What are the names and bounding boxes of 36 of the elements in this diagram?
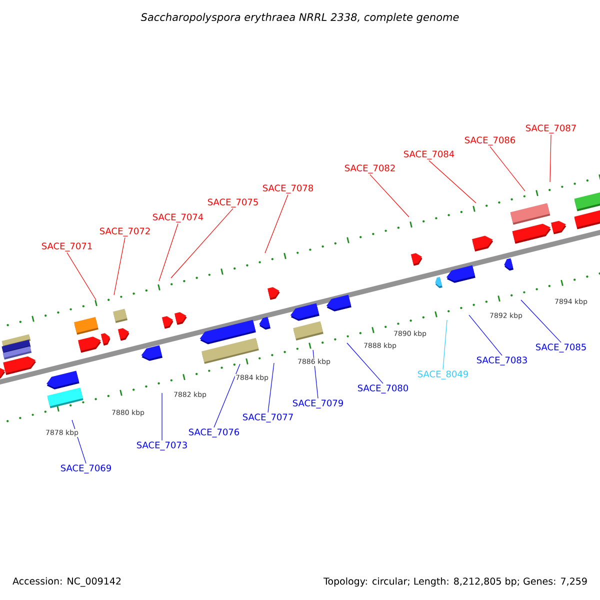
gene-label: SACE_7069 [60, 464, 111, 474]
gene-label: SACE_7074 [152, 214, 204, 222]
leader-line [268, 362, 274, 413]
leader-line [66, 252, 96, 300]
gene-label: SACE_7086 [464, 136, 516, 146]
gene-label: SACE_7075 [208, 198, 258, 208]
gene-label: SACE_7078 [262, 184, 313, 194]
leader-line [214, 364, 240, 428]
leader-line [370, 174, 410, 218]
gene-label: SACE_7087 [526, 124, 576, 134]
gene-label: SACE_7082 [344, 164, 395, 174]
gene-label: SACE_7077 [242, 414, 293, 422]
gene-label: SACE_7080 [358, 384, 408, 394]
gene-label: SACE_7079 [292, 400, 343, 408]
leader-line [114, 237, 126, 296]
gene-label: SACE_7083 [476, 356, 527, 366]
gene-label: SACE_7073 [136, 442, 187, 450]
gene-label: SACE_7072 [100, 228, 150, 236]
leader-line [428, 160, 476, 204]
gene-label: SACE_7085 [536, 344, 586, 352]
accession-text: Accession: NC_009142 [12, 577, 121, 587]
leader-line [550, 134, 552, 182]
leader-line [490, 146, 526, 192]
summary-text: Topology: circular; Length: 8,212,805 bp; Genes: 7,259 [323, 577, 587, 587]
leader-line [170, 208, 234, 278]
leader-line [442, 320, 448, 370]
gene-label: SACE_8049 [418, 370, 468, 380]
gene-label: SACE_7076 [188, 428, 240, 438]
gene-label: SACE_7071 [42, 242, 92, 252]
leader-line [346, 342, 384, 384]
gene-label: SACE_7084 [404, 150, 454, 160]
leader-line [264, 194, 288, 254]
leader-line [158, 223, 178, 282]
title: Saccharopolyspora erythraea NRRL 2338, complete genome [140, 12, 459, 24]
leader-line [520, 300, 562, 343]
leader-line [468, 314, 502, 356]
